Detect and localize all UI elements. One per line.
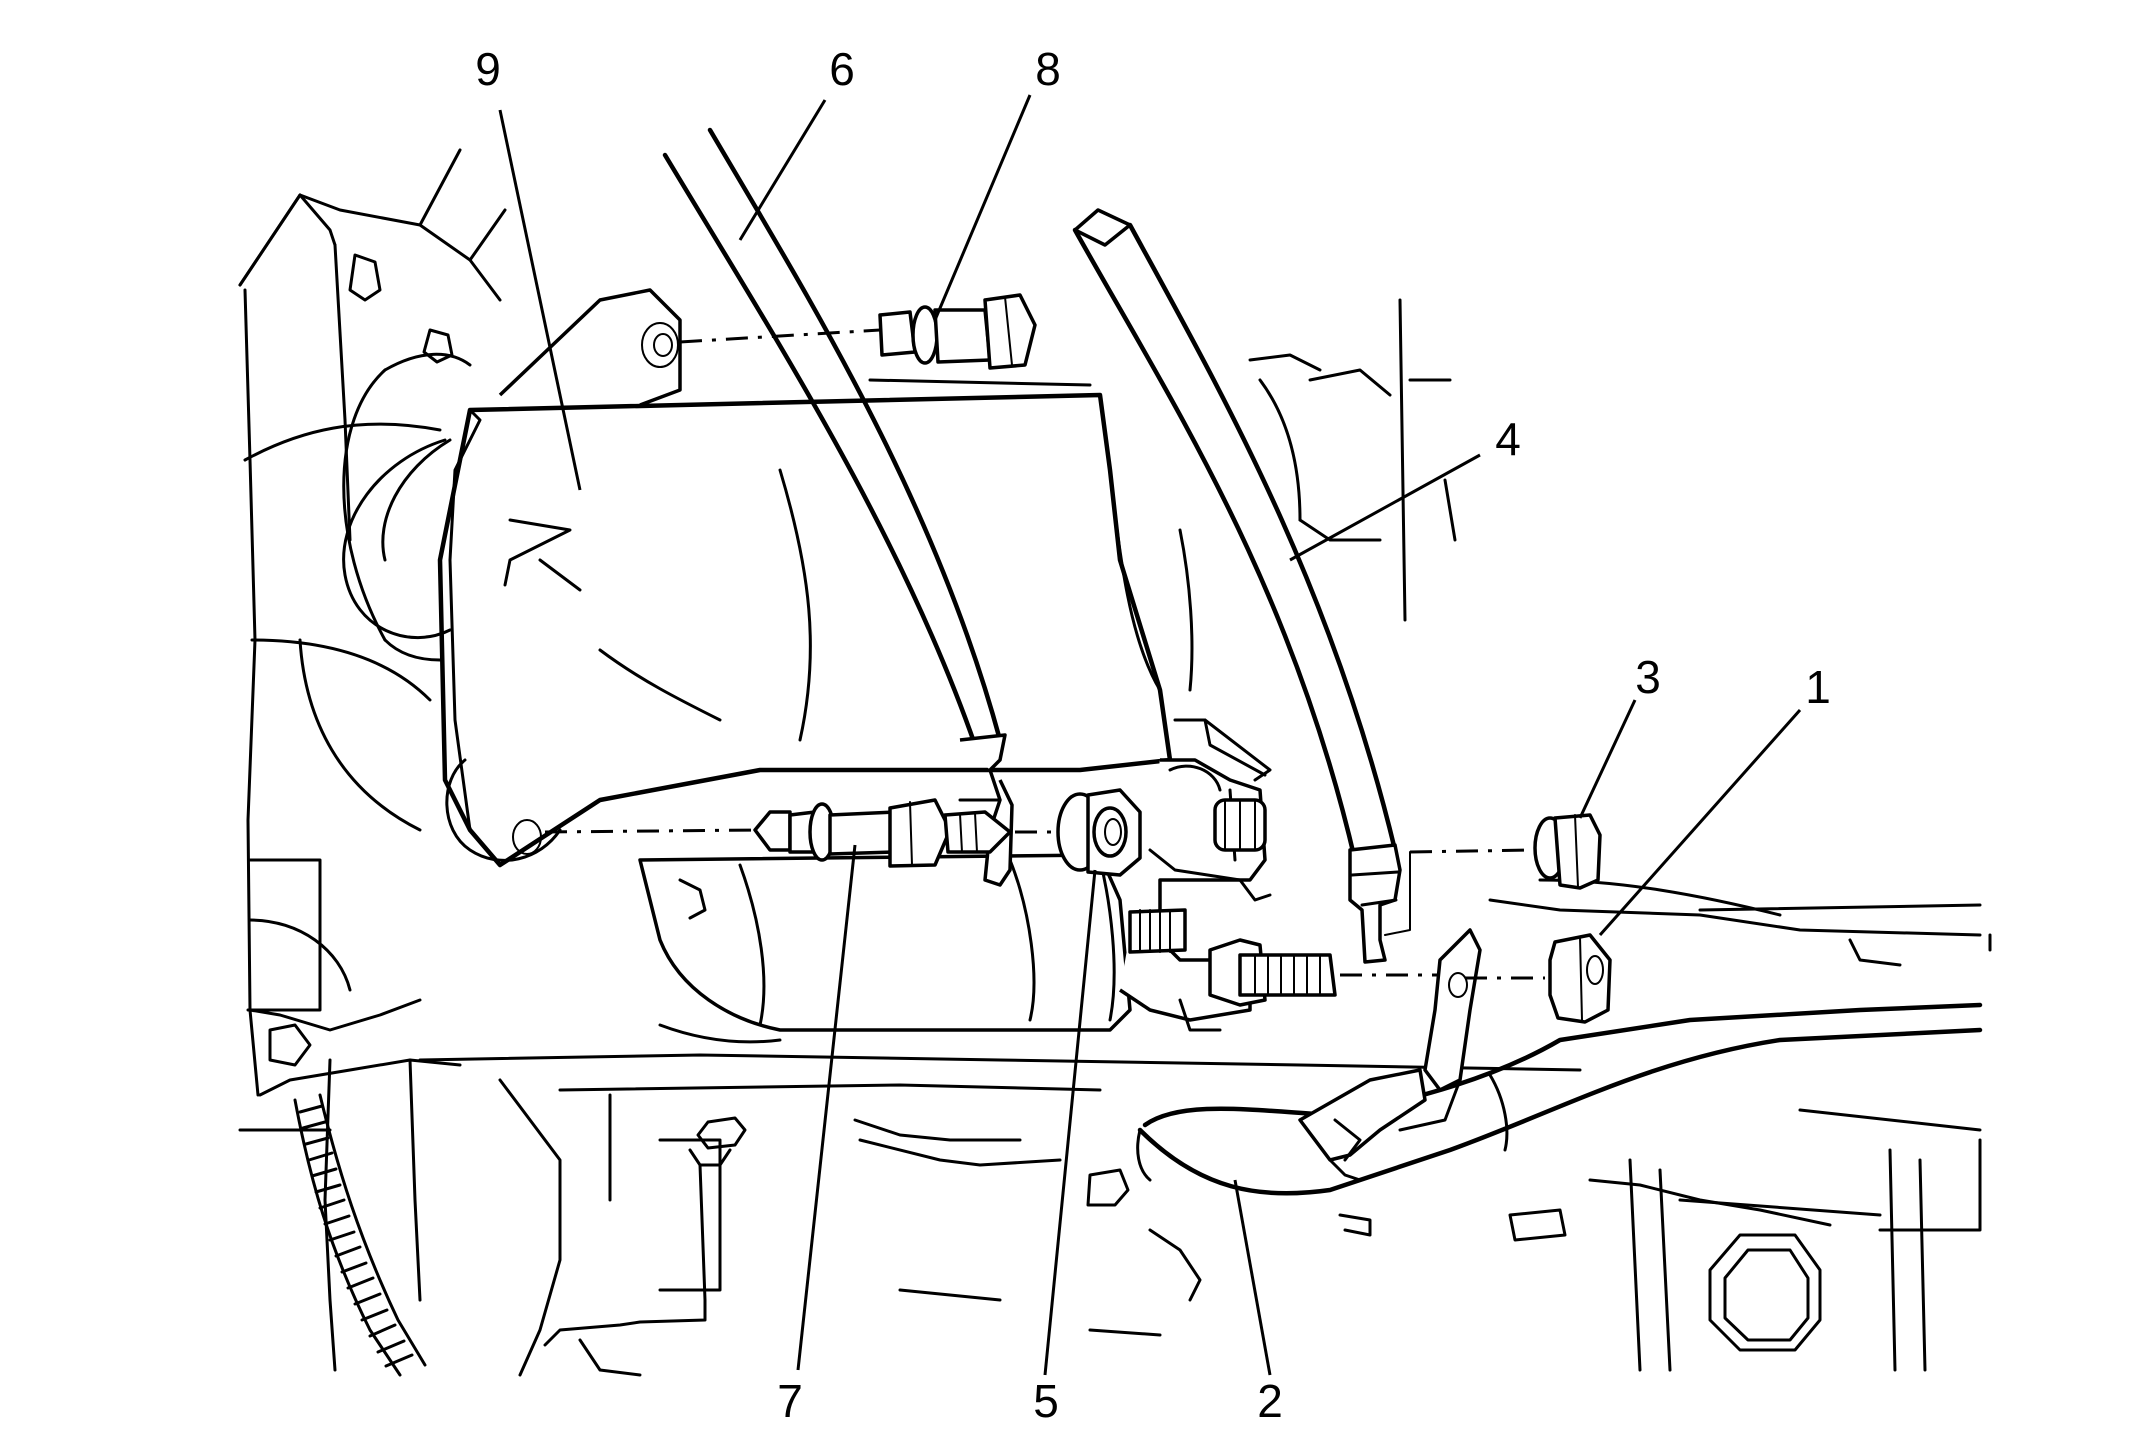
flywheel-ring-gear bbox=[293, 1093, 427, 1377]
cable-4 bbox=[1072, 208, 1402, 964]
leader-2 bbox=[1233, 1179, 1272, 1376]
callout-4: 4 bbox=[1495, 413, 1521, 465]
callout-9: 9 bbox=[475, 43, 501, 95]
leader-9 bbox=[498, 109, 582, 491]
engine-block-outline bbox=[238, 148, 507, 1372]
leader-7 bbox=[796, 844, 857, 1371]
callout-6: 6 bbox=[829, 43, 855, 95]
leader-5 bbox=[1043, 869, 1097, 1376]
solenoid-terminal-block bbox=[1119, 758, 1337, 1032]
nut-1 bbox=[1340, 933, 1612, 1024]
cable-2 bbox=[1136, 928, 1983, 1237]
leader-8 bbox=[933, 94, 1032, 321]
leader-6 bbox=[738, 99, 827, 241]
bolt-8 bbox=[679, 293, 1037, 370]
bolt-7 bbox=[544, 798, 1012, 868]
callout-1: 1 bbox=[1805, 661, 1831, 713]
nut-3 bbox=[1384, 813, 1602, 936]
callout-labels: 9 6 8 4 3 1 7 5 2 bbox=[475, 43, 1831, 1427]
leader-1 bbox=[1598, 709, 1802, 936]
oil-pan-structure bbox=[418, 1053, 1982, 1377]
nut-5 bbox=[1015, 788, 1142, 877]
callout-3: 3 bbox=[1635, 651, 1661, 703]
leader-3 bbox=[1578, 699, 1637, 819]
callout-7: 7 bbox=[777, 1375, 803, 1427]
callout-2: 2 bbox=[1257, 1375, 1283, 1427]
callout-5: 5 bbox=[1033, 1375, 1059, 1427]
right-background-structure bbox=[1248, 298, 1992, 967]
leader-lines bbox=[498, 94, 1802, 1376]
leader-4 bbox=[1289, 453, 1481, 562]
callout-8: 8 bbox=[1035, 43, 1061, 95]
cable-6 bbox=[662, 127, 1014, 887]
